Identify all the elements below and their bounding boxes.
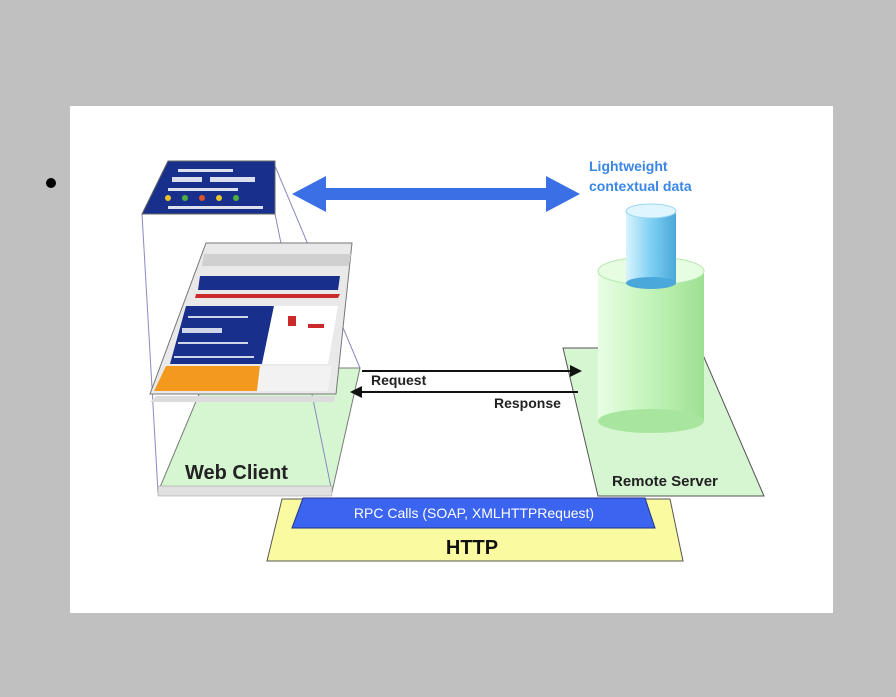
mini-browser-top [141,160,276,215]
request-label: Request [371,372,427,388]
rpc-layer [291,497,656,529]
remote-server-label: Remote Server [612,473,718,490]
lightweight-label-line1: Lightweight [589,158,668,174]
architecture-diagram: HTTP RPC Calls (SOAP, XMLHTTPRequest) We… [141,158,765,562]
diagram-canvas: HTTP RPC Calls (SOAP, XMLHTTPRequest) We… [70,106,833,613]
request-arrow-icon [362,365,582,377]
server-cylinder-icon [597,203,705,433]
web-client-label: Web Client [185,462,288,484]
rpc-label: RPC Calls (SOAP, XMLHTTPRequest) [354,505,594,521]
bidirectional-arrow-icon [292,176,580,212]
bullet-point [46,178,56,188]
web-browser-screenshot [149,242,353,497]
response-arrow-icon [350,386,578,398]
response-label: Response [494,395,561,411]
http-label: HTTP [446,537,498,559]
lightweight-label-line2: contextual data [589,178,692,194]
